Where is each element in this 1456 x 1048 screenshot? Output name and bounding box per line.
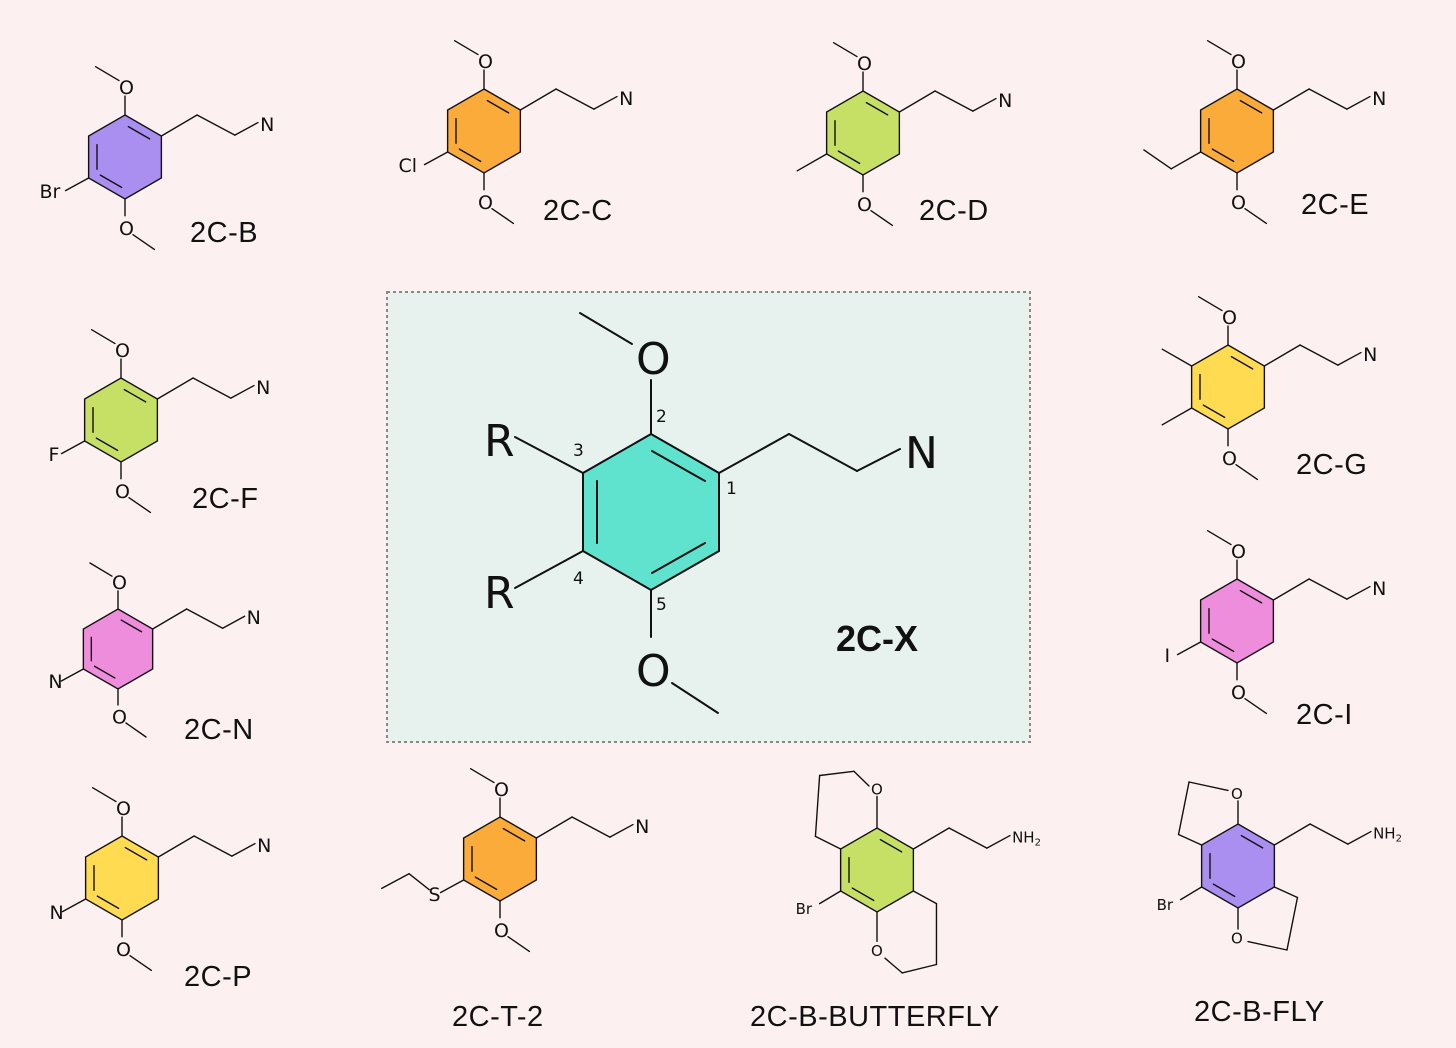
oxygen-label: O: [478, 51, 493, 73]
center-oxygen-top: O: [636, 334, 671, 385]
molecule-name: 2C-G: [1296, 449, 1367, 481]
nitrogen-label: N: [247, 607, 261, 629]
oxygen-label: O: [119, 77, 134, 99]
molecule-name: 2C-I: [1296, 699, 1353, 731]
oxygen-label: O: [116, 798, 131, 820]
oxygen-label: O: [112, 572, 127, 594]
molecule-2c-b: O O N Br 2C-B: [40, 65, 274, 251]
molecule-name: 2C-P: [184, 961, 252, 993]
molecule-2c-i: O O N I 2C-I: [1165, 530, 1386, 731]
molecule-2c-t-2: O O N S 2C-T-2: [381, 768, 649, 1033]
position-4: 4: [573, 569, 584, 589]
center-nitrogen: N: [905, 428, 938, 479]
oxygen-label: O: [112, 706, 127, 728]
oxygen-label: O: [119, 218, 134, 240]
molecule-name: 2C-B: [190, 217, 258, 249]
molecule-2c-p: O O N N 2C-P: [50, 787, 271, 993]
substituent-label: Br: [796, 900, 813, 918]
oxygen-label: O: [115, 481, 130, 503]
molecule-name: 2C-C: [543, 195, 613, 227]
substituent-label: F: [49, 444, 60, 466]
nitrogen-label: N: [619, 88, 633, 110]
oxygen-label: O: [871, 780, 883, 798]
oxygen-label: O: [478, 192, 493, 214]
molecule-2c-b-butterfly: O O Br NH2 2C-B-BUTTERFLY: [750, 770, 1041, 1033]
oxygen-label: O: [1231, 541, 1246, 563]
amine-label: NH2: [1012, 829, 1041, 849]
oxygen-label: O: [494, 920, 509, 942]
position-2: 2: [656, 407, 667, 427]
oxygen-label: O: [1231, 51, 1246, 73]
substituent-label: Br: [40, 181, 61, 203]
position-5: 5: [656, 595, 667, 615]
center-label: 2C-X: [836, 618, 918, 659]
molecule-name: 2C-E: [1301, 189, 1369, 221]
substituent-label: N: [48, 671, 62, 693]
substituent-label: Cl: [399, 155, 418, 177]
center-r-bottom: R: [484, 568, 515, 619]
molecule-2c-n: O O N N 2C-N: [48, 562, 261, 746]
center-r-top: R: [484, 416, 515, 467]
oxygen-label: O: [1231, 682, 1246, 704]
nitrogen-label: N: [260, 114, 274, 136]
nitrogen-label: N: [1372, 88, 1386, 110]
molecule-name: 2C-F: [192, 483, 258, 515]
molecule-2c-b-fly: O O Br NH2 2C-B-FLY: [1157, 781, 1402, 1028]
molecule-grid: O O N Br 2C-B O O N Cl 2C-C O O N 2C-D O O N 2C-E O O N F 2C-F…: [40, 40, 1402, 1033]
molecule-2c-c: O O N Cl 2C-C: [399, 40, 633, 227]
oxygen-label: O: [1222, 448, 1237, 470]
substituent-label: I: [1165, 645, 1171, 667]
oxygen-label: O: [116, 939, 131, 961]
oxygen-label: O: [1222, 307, 1237, 329]
nitrogen-label: N: [1363, 344, 1377, 366]
position-3: 3: [573, 441, 584, 461]
nitrogen-label: N: [257, 835, 271, 857]
molecule-name: 2C-B-BUTTERFLY: [750, 1001, 1000, 1033]
molecule-2c-e: O O N 2C-E: [1143, 40, 1386, 225]
molecule-2c-f: O O N F 2C-F: [49, 329, 270, 515]
oxygen-label: O: [1231, 192, 1246, 214]
center-oxygen-bottom: O: [636, 646, 671, 697]
substituent-label: Br: [1157, 896, 1174, 914]
molecule-2c-g: O O N 2C-G: [1161, 296, 1377, 481]
molecule-name: 2C-T-2: [452, 1001, 544, 1033]
nitrogen-label: N: [1372, 578, 1386, 600]
oxygen-label: O: [857, 53, 872, 75]
sulfur-label: S: [429, 884, 441, 906]
amine-label: NH2: [1373, 825, 1402, 845]
nitrogen-label: N: [998, 90, 1012, 112]
oxygen-label: O: [1231, 930, 1243, 948]
substituent-label: N: [50, 902, 64, 924]
molecule-name: 2C-B-FLY: [1194, 996, 1325, 1028]
oxygen-label: O: [871, 942, 883, 960]
nitrogen-label: N: [635, 816, 649, 838]
position-1: 1: [726, 479, 737, 499]
molecule-name: 2C-D: [919, 195, 989, 227]
oxygen-label: O: [1231, 785, 1243, 803]
oxygen-label: O: [115, 340, 130, 362]
oxygen-label: O: [494, 779, 509, 801]
molecule-name: 2C-N: [184, 714, 254, 746]
oxygen-label: O: [857, 194, 872, 216]
molecule-2c-d: O O N 2C-D: [796, 42, 1012, 227]
center-panel: O O R R N 1 2 3 4 5 2C-X: [386, 291, 1031, 743]
nitrogen-label: N: [256, 377, 270, 399]
